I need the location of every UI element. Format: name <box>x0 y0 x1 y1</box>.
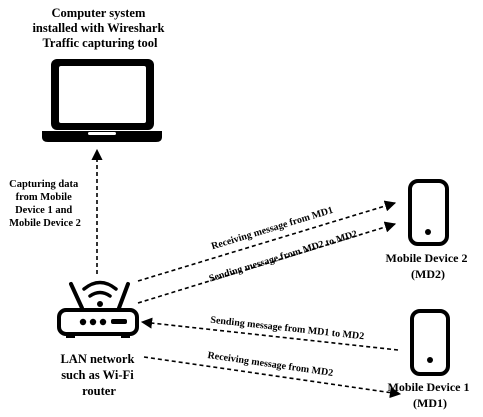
arrow-send-md1 <box>140 317 399 351</box>
mobile-device-2-label-line-2: (MD2) <box>411 267 445 281</box>
arrow-send-md2 <box>137 221 397 304</box>
mobile-device-2-label-line-1: Mobile Device 2 <box>386 251 468 265</box>
router-label-line-2: such as Wi-Fi <box>61 368 134 382</box>
router-label-line-1: LAN network <box>60 352 134 366</box>
mobile-device-2-icon <box>408 179 449 246</box>
capture-note-line-4: Mobile Device 2 <box>9 218 81 229</box>
computer-title-line-3: Traffic capturing tool <box>42 36 158 50</box>
capture-note-line-3: Device 1 and <box>15 205 72 216</box>
mobile-device-1-icon <box>410 309 450 376</box>
capture-note-line-1: Capturing data <box>9 179 79 190</box>
wifi-router-icon <box>57 280 139 338</box>
arrow-receive-md1 <box>137 200 397 282</box>
mobile-device-1-label-line-2: (MD1) <box>413 396 447 410</box>
mobile-device-1-label-line-1: Mobile Device 1 <box>388 380 470 394</box>
computer-title-line-2: installed with Wireshark <box>32 21 164 35</box>
router-label-line-3: router <box>82 384 116 398</box>
router-label: LAN network such as Wi-Fi router <box>60 352 137 398</box>
laptop-icon <box>42 59 162 142</box>
computer-title: Computer system installed with Wireshark… <box>32 6 167 50</box>
mobile-device-1-label: Mobile Device 1 (MD1) <box>388 380 473 410</box>
mobile-device-2-label: Mobile Device 2 (MD2) <box>386 251 471 281</box>
computer-title-line-1: Computer system <box>52 6 146 20</box>
capture-note-line-2: from Mobile <box>16 192 72 203</box>
arrow-receive-md2 <box>143 356 402 399</box>
message-send-md1: Sending message from MD1 to MD2 <box>210 315 365 343</box>
capture-note: Capturing data from Mobile Device 1 and … <box>9 179 81 229</box>
